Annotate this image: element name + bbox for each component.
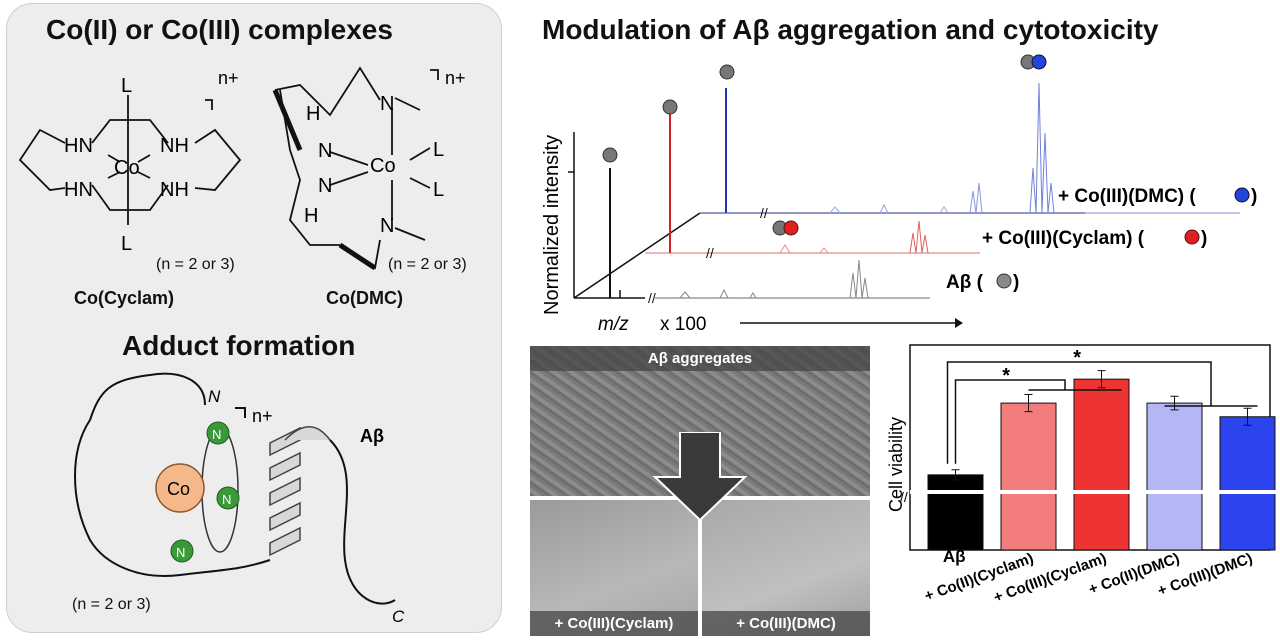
adduct-n-terminus: N bbox=[208, 387, 221, 406]
tem-bottom-right-caption: + Co(III)(DMC) bbox=[702, 611, 870, 636]
bar-2 bbox=[1073, 378, 1130, 551]
dmc-charge: n+ bbox=[445, 68, 466, 88]
adduct-structure bbox=[74, 372, 396, 605]
trace-label-abeta: Aβ ( bbox=[946, 272, 984, 293]
tick-label-0: Aβ bbox=[943, 547, 966, 566]
dmc-atom-l2: L bbox=[433, 179, 444, 201]
trace-abeta bbox=[609, 168, 869, 299]
cyclam-atom-hn2: HN bbox=[64, 179, 93, 201]
cyclam-name: Co(Cyclam) bbox=[74, 288, 175, 308]
structures-drawing: L HN NH Co HN NH L n+ H N N Co N H N L L… bbox=[18, 66, 466, 626]
error-bar-1 bbox=[1024, 394, 1033, 413]
cyclam-atom-l-top: L bbox=[121, 75, 132, 97]
dmc-atom-n-bottom: N bbox=[380, 215, 394, 237]
significance-bracket-cyclam bbox=[954, 379, 1122, 464]
bar-4 bbox=[1219, 416, 1276, 551]
adduct-charge: n+ bbox=[252, 406, 273, 426]
nitrogen-sphere-2 bbox=[216, 486, 240, 510]
adduct-title: Adduct formation bbox=[122, 330, 356, 361]
significance-star-1: * bbox=[1002, 365, 1010, 387]
dmc-atom-h-bottom: H bbox=[304, 205, 318, 227]
adduct-peptide-label: Aβ bbox=[360, 426, 384, 446]
trace-label-cyclam: + Co(III)(Cyclam) ( bbox=[982, 228, 1145, 249]
tem-bottom-left-caption: + Co(III)(Cyclam) bbox=[530, 611, 698, 636]
bar-3 bbox=[1146, 402, 1203, 551]
dmc-atom-h-top: H bbox=[306, 103, 320, 125]
bar-1 bbox=[1000, 402, 1057, 551]
adduct-metal-label: Co bbox=[167, 479, 190, 499]
tem-top-caption: Aβ aggregates bbox=[530, 346, 870, 371]
cyclam-structure bbox=[18, 95, 242, 225]
trace-label-cyclam-end: ) bbox=[1201, 228, 1207, 249]
tem-bottom-right-image: + Co(III)(DMC) bbox=[702, 500, 870, 636]
svg-text://: // bbox=[706, 245, 714, 261]
cyclam-charge: n+ bbox=[218, 68, 239, 88]
trace-label-dmc-end: ) bbox=[1251, 186, 1257, 207]
ms-xlabel-scale: x 100 bbox=[660, 314, 706, 335]
dmc-atom-co: Co bbox=[370, 155, 396, 177]
cyclam-atom-nh2: NH bbox=[160, 179, 189, 201]
tem-bottom-left-image: + Co(III)(Cyclam) bbox=[530, 500, 698, 636]
cobalt-sphere bbox=[155, 463, 205, 513]
ms-xlabel-mz: m/z bbox=[598, 314, 629, 335]
adduct-n2-label: N bbox=[222, 492, 231, 507]
bar-0 bbox=[927, 474, 984, 551]
arrow-down-icon bbox=[652, 432, 748, 522]
cell-viability-chart: Cell viability // // Aβ+ Co(II)(Cyclam)+… bbox=[886, 344, 1277, 606]
error-bar-3 bbox=[1170, 395, 1179, 411]
trace-label-abeta-end: ) bbox=[1013, 272, 1019, 293]
dmc-structure bbox=[274, 66, 439, 270]
adduct-n-note: (n = 2 or 3) bbox=[72, 596, 151, 613]
error-bar-0 bbox=[951, 469, 960, 481]
trace-dmc bbox=[725, 82, 1055, 214]
dmc-atom-l1: L bbox=[433, 139, 444, 161]
ms-ylabel: Normalized intensity bbox=[541, 135, 563, 315]
cyclam-atom-hn1: HN bbox=[64, 135, 93, 157]
dmc-name: Co(DMC) bbox=[326, 288, 403, 308]
error-bar-2 bbox=[1097, 370, 1106, 389]
svg-text://: // bbox=[900, 489, 908, 505]
nitrogen-sphere-1 bbox=[206, 421, 230, 445]
adduct-n1-label: N bbox=[212, 427, 221, 442]
significance-bracket-dmc bbox=[946, 361, 1258, 464]
complexes-panel bbox=[6, 3, 502, 633]
significance-star-2: * bbox=[1073, 347, 1081, 369]
error-bar-4 bbox=[1243, 407, 1252, 426]
svg-text://: // bbox=[648, 290, 656, 306]
chart-ylabel: Cell viability bbox=[886, 417, 906, 512]
trace-label-dmc: + Co(III)(DMC) ( bbox=[1058, 186, 1196, 207]
cyclam-atom-nh1: NH bbox=[160, 135, 189, 157]
helix-icon bbox=[269, 426, 331, 557]
complexes-title: Co(II) or Co(III) complexes bbox=[46, 14, 393, 45]
dmc-atom-n2: N bbox=[318, 175, 332, 197]
svg-text://: // bbox=[760, 205, 768, 221]
trace-cyclam bbox=[669, 112, 929, 254]
modulation-title: Modulation of Aβ aggregation and cytotox… bbox=[542, 14, 1159, 45]
cyclam-atom-l-bottom: L bbox=[121, 233, 132, 255]
cyclam-n-note: (n = 2 or 3) bbox=[156, 256, 235, 273]
dmc-n-note: (n = 2 or 3) bbox=[388, 256, 467, 273]
mass-spectra: // // // Normalized intensity m/z x 100 … bbox=[541, 54, 1257, 335]
adduct-c-terminus: C bbox=[392, 607, 405, 626]
nitrogen-sphere-3 bbox=[170, 539, 194, 563]
dmc-atom-n1: N bbox=[318, 140, 332, 162]
cyclam-atom-co: Co bbox=[114, 157, 140, 179]
adduct-n3-label: N bbox=[176, 545, 185, 560]
dmc-atom-n-top: N bbox=[380, 93, 394, 115]
